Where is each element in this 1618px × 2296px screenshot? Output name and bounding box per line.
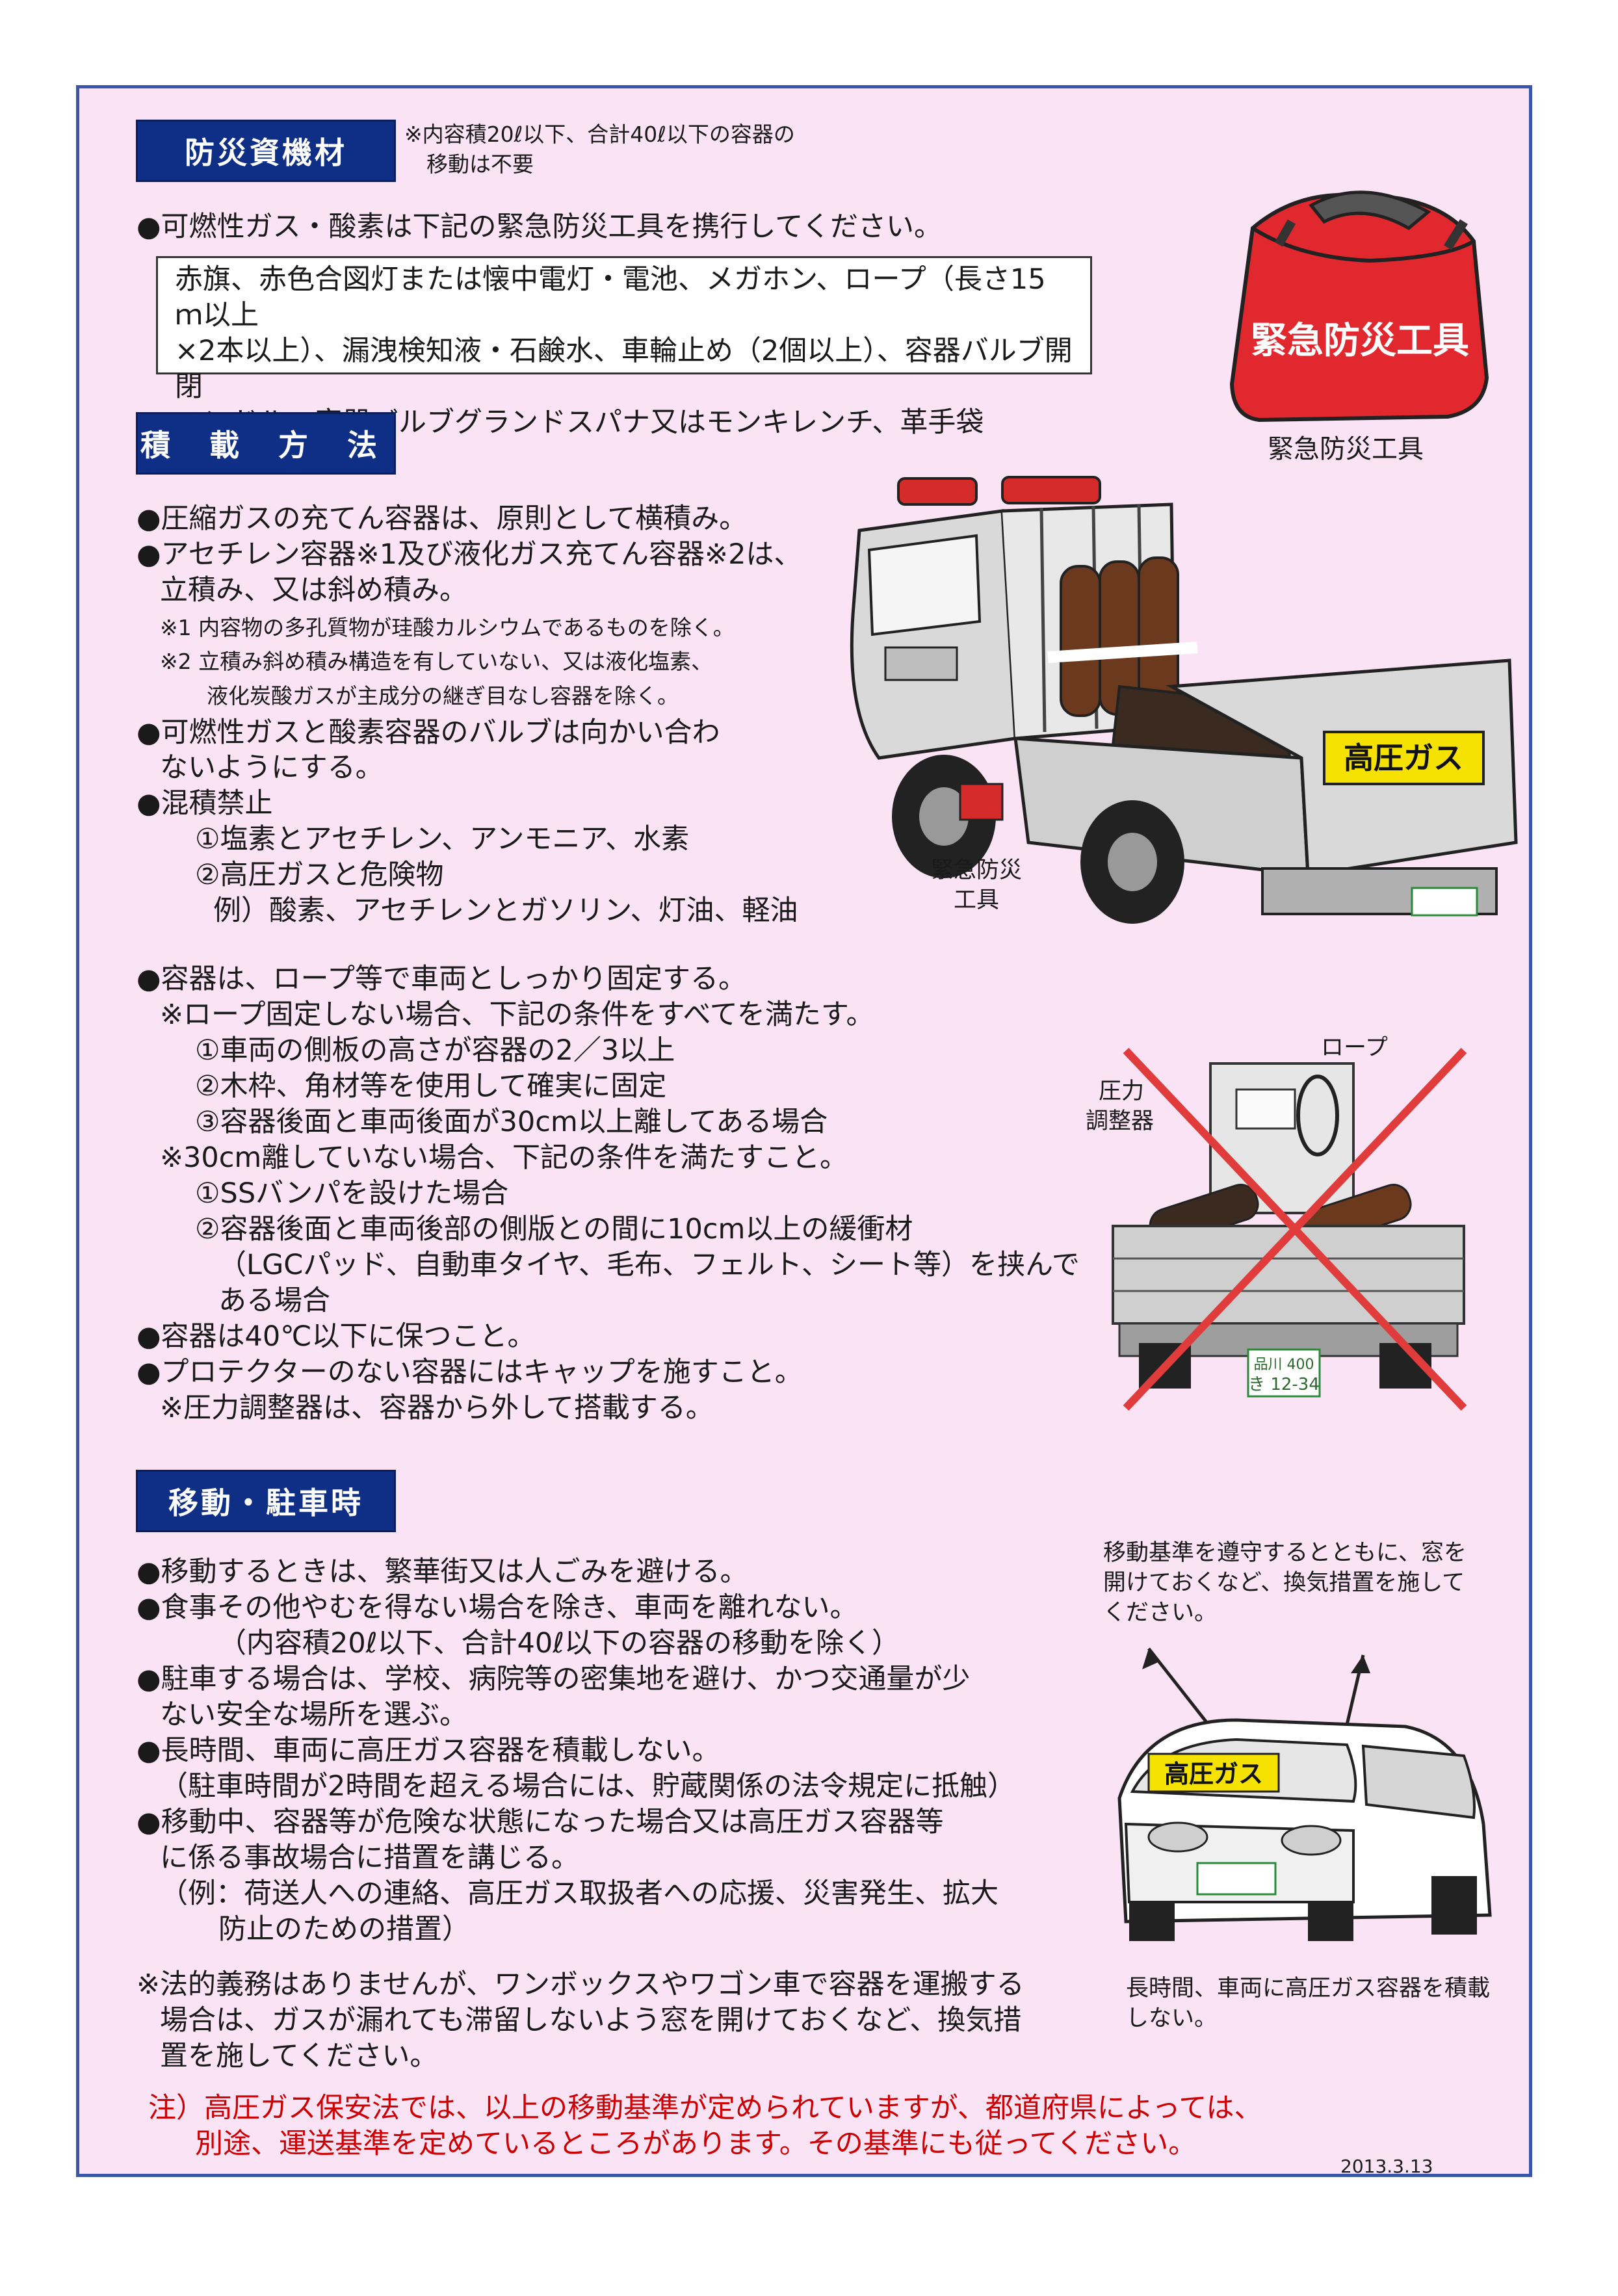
bag-label: 緊急防災工具 bbox=[1251, 320, 1469, 362]
fix-line-4: ②木枠、角材等を使用して確実に固定 bbox=[195, 1070, 667, 1102]
footer-warning-2: 別途、運送基準を定めているところがあります。その基準にも従ってください。 bbox=[195, 2128, 1197, 2160]
fix-line-3: ①車両の側板の高さが容器の2／3以上 bbox=[195, 1034, 675, 1067]
truck-sign: 高圧ガス bbox=[1344, 740, 1463, 776]
truck-illustration: 高圧ガス bbox=[850, 476, 1518, 924]
moving-line-9: に係る事故場合に措置を講じる。 bbox=[160, 1842, 579, 1874]
moving-line-1: ●移動するときは、繁華街又は人ごみを避ける。 bbox=[137, 1556, 748, 1588]
loading-note-3: 液化炭酸ガスが主成分の継ぎ目なし容器を除く。 bbox=[207, 683, 679, 709]
truck-caption: 緊急防災 工具 bbox=[931, 855, 1022, 915]
van-top-caption: 移動基準を遵守するとともに、窓を 開けておくなど、換気措置を施して ください。 bbox=[1103, 1538, 1467, 1628]
van-top-caption-line-1: 移動基準を遵守するとともに、窓を bbox=[1103, 1540, 1467, 1566]
fix-line-1: ●容器は、ロープ等で車両としっかり固定する。 bbox=[137, 963, 746, 995]
van-illustration: 高圧ガス bbox=[1117, 1647, 1492, 1941]
moving-line-2: ●食事その他やむを得ない場合を除き、車両を離れない。 bbox=[137, 1591, 858, 1624]
section-header-loading: 積 載 方 法 bbox=[136, 412, 396, 475]
moving-line-10: （例：荷送人への連絡、高圧ガス取扱者への応援、災害発生、拡大 bbox=[160, 1877, 998, 1910]
rope-label: ロープ bbox=[1321, 1035, 1388, 1061]
loading-line-7: ①塩素とアセチレン、アンモニア、水素 bbox=[195, 823, 690, 855]
van-top-caption-line-2: 開けておくなど、換気措置を施して bbox=[1103, 1570, 1465, 1596]
loading-line-8: ②高圧ガスと危険物 bbox=[195, 859, 444, 891]
moving-line-5: ない安全な場所を選ぶ。 bbox=[160, 1699, 467, 1731]
van-bottom-caption: 長時間、車両に高圧ガス容器を積載 しない。 bbox=[1126, 1974, 1490, 2033]
section-header-moving: 移動・駐車時 bbox=[136, 1470, 396, 1532]
plate-line-2: き 12-34 bbox=[1248, 1375, 1320, 1394]
fix-line-9: （LGCパッド、自動車タイヤ、毛布、フェルト、シート等）を挟んで bbox=[218, 1249, 1080, 1281]
fix-line-10: ある場合 bbox=[218, 1285, 330, 1317]
loading-line-5: ないようにする。 bbox=[160, 751, 384, 784]
regulator-label-line-2: 調整器 bbox=[1086, 1108, 1155, 1134]
moving-line-6: ●長時間、車両に高圧ガス容器を積載しない。 bbox=[137, 1734, 720, 1767]
loading-line-2: ●アセチレン容器※1及び液化ガス充てん容器※2は、 bbox=[137, 538, 802, 571]
crossed-truck-illustration: 品川 400 き 12-34 bbox=[1112, 1047, 1467, 1411]
truck-caption-line-2: 工具 bbox=[954, 887, 1000, 913]
moving-note-1: ※法的義務はありませんが、ワンボックスやワゴン車で容器を運搬する bbox=[137, 1968, 1024, 2001]
moving-note-3: 置を施してください。 bbox=[160, 2040, 438, 2072]
moving-note-2: 場合は、ガスが漏れても滞留しないよう窓を開けておくなど、換気措 bbox=[160, 2004, 1022, 2037]
cross-line-2 bbox=[1123, 1047, 1467, 1411]
van-sign: 高圧ガス bbox=[1164, 1760, 1263, 1788]
regulator-label: 圧力 調整器 bbox=[1086, 1076, 1154, 1136]
fix-line-7: ①SSバンパを設けた場合 bbox=[195, 1177, 509, 1210]
loading-note-1: ※1 内容物の多孔質物が珪酸カルシウムであるものを除く。 bbox=[160, 615, 735, 640]
regulator-label-line-1: 圧力 bbox=[1099, 1078, 1145, 1104]
emergency-bag-icon: 緊急防災工具 bbox=[1229, 190, 1489, 423]
equipment-note-2: 移動は不要 bbox=[426, 151, 534, 177]
tools-line-1: 赤旗、赤色合図灯または懐中電灯・電池、メガホン、ロープ（長さ15ｍ以上 bbox=[175, 263, 1046, 332]
document-sheet: 防災資機材 ※内容積20ℓ以下、合計40ℓ以下の容器の 移動は不要 ●可燃性ガス… bbox=[76, 85, 1532, 2177]
van-top-caption-line-3: ください。 bbox=[1103, 1600, 1218, 1626]
bag-caption: 緊急防災工具 bbox=[1268, 434, 1424, 464]
moving-line-3: （内容積20ℓ以下、合計40ℓ以下の容器の移動を除く） bbox=[218, 1627, 900, 1660]
plate-line-1: 品川 400 bbox=[1254, 1357, 1314, 1373]
section-header-equipment: 防災資機材 bbox=[136, 120, 396, 182]
loading-line-6: ●混積禁止 bbox=[137, 787, 273, 820]
moving-line-7: （駐車時間が2時間を超える場合には、貯蔵関係の法令規定に抵触） bbox=[160, 1770, 1016, 1803]
moving-line-8: ●移動中、容器等が危険な状態になった場合又は高圧ガス容器等 bbox=[137, 1806, 944, 1838]
loading-note-2: ※2 立積み斜め積み構造を有していない、又は液化塩素、 bbox=[160, 649, 713, 674]
emergency-tools-box: 赤旗、赤色合図灯または懐中電灯・電池、メガホン、ロープ（長さ15ｍ以上 ×2本以… bbox=[156, 256, 1092, 439]
moving-line-4: ●駐車する場合は、学校、病院等の密集地を避け、かつ交通量が少 bbox=[137, 1663, 971, 1695]
van-bottom-caption-line-1: 長時間、車両に高圧ガス容器を積載 bbox=[1126, 1976, 1491, 2002]
fix-line-12: ●プロテクターのない容器にはキャップを施すこと。 bbox=[137, 1356, 803, 1389]
fix-line-6: ※30cm離していない場合、下記の条件を満たすこと。 bbox=[160, 1141, 848, 1174]
loading-line-1: ●圧縮ガスの充てん容器は、原則として横積み。 bbox=[137, 502, 748, 535]
truck-caption-line-1: 緊急防災 bbox=[931, 857, 1023, 883]
document-date: 2013.3.13 bbox=[1340, 2156, 1433, 2177]
fix-line-11: ●容器は40℃以下に保つこと。 bbox=[137, 1320, 536, 1353]
footer-warning-1: 注）高圧ガス保安法では、以上の移動基準が定められていますが、都道府県によっては、 bbox=[148, 2092, 1262, 2124]
moving-line-11: 防止のための措置） bbox=[218, 1913, 470, 1946]
tools-line-2: ×2本以上）、漏洩検知液・石鹸水、車輪止め（2個以上）、容器バルブ開閉 bbox=[175, 335, 1073, 403]
fix-line-5: ③容器後面と車両後面が30cm以上離してある場合 bbox=[195, 1106, 828, 1138]
loading-line-9: 例）酸素、アセチレンとガソリン、灯油、軽油 bbox=[213, 894, 798, 927]
equipment-note-1: ※内容積20ℓ以下、合計40ℓ以下の容器の bbox=[404, 122, 795, 147]
fix-line-2: ※ロープ固定しない場合、下記の条件をすべてを満たす。 bbox=[160, 998, 874, 1031]
equipment-bullet: ●可燃性ガス・酸素は下記の緊急防災工具を携行してください。 bbox=[137, 211, 942, 243]
van-bottom-caption-line-2: しない。 bbox=[1126, 2005, 1218, 2031]
loading-line-3: 立積み、又は斜め積み。 bbox=[160, 574, 467, 607]
fix-line-13: ※圧力調整器は、容器から外して搭載する。 bbox=[160, 1392, 714, 1424]
loading-line-4: ●可燃性ガスと酸素容器のバルブは向かい合わ bbox=[137, 716, 720, 749]
fix-line-8: ②容器後面と車両後部の側版との間に10cm以上の緩衝材 bbox=[195, 1213, 913, 1246]
